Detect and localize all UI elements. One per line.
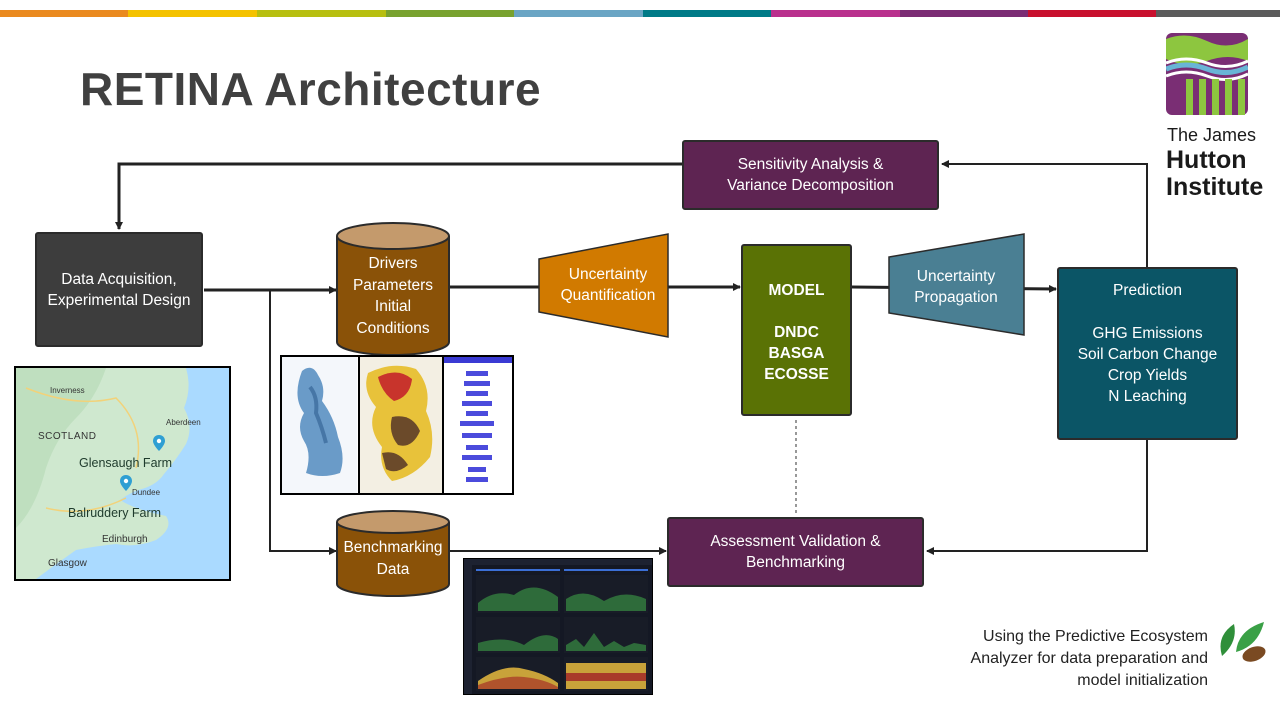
stripe-5 [514,10,643,17]
model-box: MODEL DNDC BASGA ECOSSE [741,244,852,416]
benchmark-dashboard-thumbnail [463,558,653,695]
prediction-item-2: Soil Carbon Change [1077,346,1218,363]
stripe-6 [643,10,771,17]
up-line-2: Propagation [914,289,998,306]
data-acquisition-box: Data Acquisition, Experimental Design [35,232,203,347]
stripe-7 [771,10,900,17]
benchmarking-line-2: Data [376,560,410,578]
sensitivity-line-1: Sensitivity Analysis & [737,156,884,173]
input-maps-image [282,357,512,493]
stripe-10 [1156,10,1280,17]
footer-line-2: Analyzer for data preparation and [970,650,1208,667]
benchmarking-label: Benchmarking Data [336,537,450,580]
stripe-1 [0,10,128,17]
uncertainty-quantification-shape [538,233,669,338]
input-maps-thumbnail [280,355,514,495]
map-label-aberdeen: Aberdeen [166,418,201,427]
footer-note: Using the Predictive Ecosystem Analyzer … [971,626,1208,692]
map-label-balruddery: Balruddery Farm [68,506,162,520]
model-line-2: DNDC [774,324,819,341]
drivers-cylinder [336,222,450,356]
dashboard-image [464,559,652,694]
arrow-sensitivity-to-data [115,162,682,230]
logo-line-3: Institute [1166,173,1264,201]
pecan-leaf-icon [1220,622,1266,662]
model-line-1: MODEL [768,282,825,299]
up-line-1: Uncertainty [916,268,996,285]
footer-line-1: Using the Predictive Ecosystem [983,628,1208,645]
uq-line-1: Uncertainty [568,266,648,283]
sensitivity-analysis-box: Sensitivity Analysis & Variance Decompos… [682,140,939,210]
arrow-data-to-benchmarking [269,290,337,555]
model-line-4: ECOSSE [764,366,829,383]
data-acq-line-2: Experimental Design [47,291,191,309]
sensitivity-line-2: Variance Decomposition [727,177,894,194]
map-land [16,368,190,579]
assessment-line-1: Assessment Validation & [710,533,881,550]
page-title: RETINA Architecture [80,63,542,115]
drivers-line-3: Initial [374,298,412,315]
benchmarking-line-1: Benchmarking [343,539,443,556]
map-label-scotland: SCOTLAND [38,431,97,442]
uq-line-2: Quantification [560,287,656,304]
drivers-line-2: Parameters [352,276,434,294]
logo-line-1: The James [1167,125,1257,145]
hutton-logo-icon [1166,33,1248,115]
prediction-item-4: N Leaching [1108,388,1187,405]
uncertainty-propagation-label: Uncertainty Propagation [888,266,1024,308]
uncertainty-propagation-shape [888,233,1025,336]
uncertainty-quantification-label: Uncertainty Quantification [538,264,678,306]
drivers-line-1: Drivers [368,255,418,272]
data-acq-line-1: Data Acquisition, [61,270,177,288]
map-label-edinburgh: Edinburgh [102,534,148,545]
map-label-glasgow: Glasgow [48,558,87,569]
drivers-line-4: Conditions [356,319,430,337]
stripe-2 [128,10,257,17]
prediction-item-3: Crop Yields [1107,367,1188,384]
logo-line-2: Hutton [1166,146,1247,174]
drivers-label: Drivers Parameters Initial Conditions [336,253,450,339]
stripe-4 [386,10,514,17]
map-label-inverness: Inverness [50,386,85,395]
stripe-9 [1028,10,1156,17]
footer-line-3: model initialization [1077,672,1208,689]
map-label-dundee: Dundee [132,488,161,497]
stripe-8 [900,10,1028,17]
benchmarking-cylinder [336,510,450,597]
model-line-3: BASGA [768,345,825,362]
arrow-prediction-to-assessment [926,440,1148,555]
prediction-item-1: GHG Emissions [1092,325,1203,342]
balruddery-pin-icon [120,475,132,491]
prediction-title: Prediction [1113,282,1182,299]
scotland-map: Inverness Aberdeen SCOTLAND Glensaugh Fa… [14,366,231,581]
prediction-box: Prediction GHG Emissions Soil Carbon Cha… [1057,267,1238,440]
assessment-validation-box: Assessment Validation & Benchmarking [667,517,924,587]
stripe-3 [257,10,386,17]
map-label-glensaugh: Glensaugh Farm [79,456,173,470]
assessment-line-2: Benchmarking [745,554,846,571]
glensaugh-pin-icon [153,435,165,451]
arrow-prediction-to-sensitivity [941,160,1148,268]
